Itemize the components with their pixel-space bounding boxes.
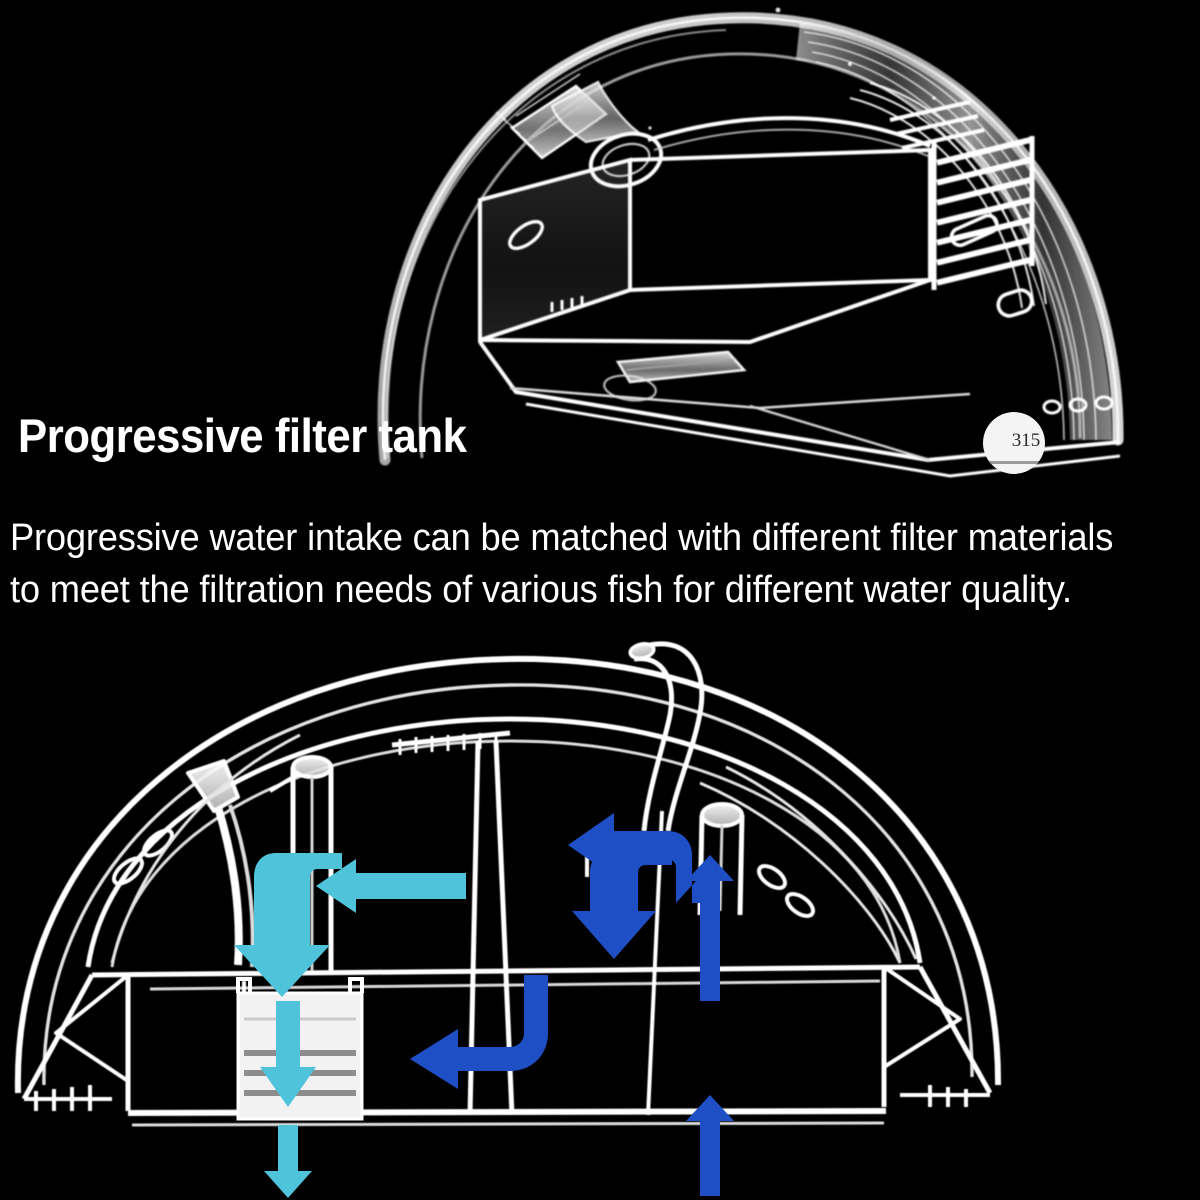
flow-arrow-riser-up (686, 855, 734, 1001)
diagram-suction-tube-left (186, 759, 255, 968)
page-title: Progressive filter tank (18, 409, 467, 462)
diagram-right-comb-teeth (900, 1085, 990, 1107)
flow-arrow-intake-down-hook (234, 853, 342, 997)
flow-arrow-return-down-hook (572, 849, 672, 959)
diagram-left-comb-teeth (24, 1085, 112, 1111)
badge-strip (983, 461, 1045, 464)
water-flow-diagram (0, 615, 1200, 1200)
diagram-top-grille-bar (391, 730, 511, 748)
badge-315: 315 (983, 412, 1045, 474)
diagram-outflow-hook (628, 641, 705, 832)
diagram-left-sloped-wall (21, 973, 95, 1101)
flow-arrow-outflow-left-hook (568, 813, 714, 903)
right-wall-ribbed-channel (849, 82, 1047, 309)
dome-left-thin-arc (385, 29, 727, 459)
specular-highlights (648, 7, 936, 130)
diagram-left-support-ribs (110, 733, 301, 964)
flow-arrows-cyan (234, 853, 466, 1198)
upper-right-slot-bundle (889, 100, 985, 150)
diagram-left-oval-slot-2 (141, 828, 175, 858)
diagram-left-triangle-brace (54, 973, 130, 1083)
intake-port-collar (550, 80, 641, 144)
flow-arrow-outlet-down (264, 1125, 312, 1198)
diagram-top-grille-teeth (398, 732, 498, 755)
description-text: Progressive water intake can be matched … (10, 512, 1195, 616)
diagram-inner-arch (85, 716, 923, 968)
base-drain-holes (1042, 395, 1114, 415)
flow-arrow-through-media (260, 1001, 316, 1107)
diagram-dome-outer (14, 655, 1002, 1094)
diagram-left-oval-slot (111, 856, 145, 886)
diagram-right-support-ribs (699, 765, 918, 964)
flow-arrows-blue (410, 813, 734, 1196)
left-panel-oval-slot (508, 219, 544, 251)
diagram-right-sloped-wall (917, 965, 993, 1095)
flow-arrow-inflow-up (686, 1095, 734, 1196)
base-latch-detail (603, 350, 747, 402)
description-line-1: Progressive water intake can be matched … (10, 517, 1114, 559)
product-photo (330, 0, 1160, 500)
flow-arrow-return-left-hook (410, 975, 548, 1089)
badge-label: 315 (1011, 430, 1041, 451)
diagram-right-oval-slot (756, 864, 788, 890)
diagram-right-triangle-brace (882, 965, 962, 1069)
tank-shell-group (377, 7, 1124, 478)
slotted-intake-grille (931, 136, 1035, 290)
inner-chamber-box (478, 147, 932, 345)
diagram-right-oval-slot-2 (784, 892, 816, 918)
filter-media-cassette (236, 977, 364, 1121)
description-line-2: to meet the filtration needs of various … (10, 569, 1072, 611)
flow-arrow-intake-left (316, 859, 466, 913)
right-dome-oval-ports (949, 213, 1034, 318)
inner-ledge-comb-teeth (550, 296, 584, 312)
diagram-dome-inner (42, 683, 974, 1086)
